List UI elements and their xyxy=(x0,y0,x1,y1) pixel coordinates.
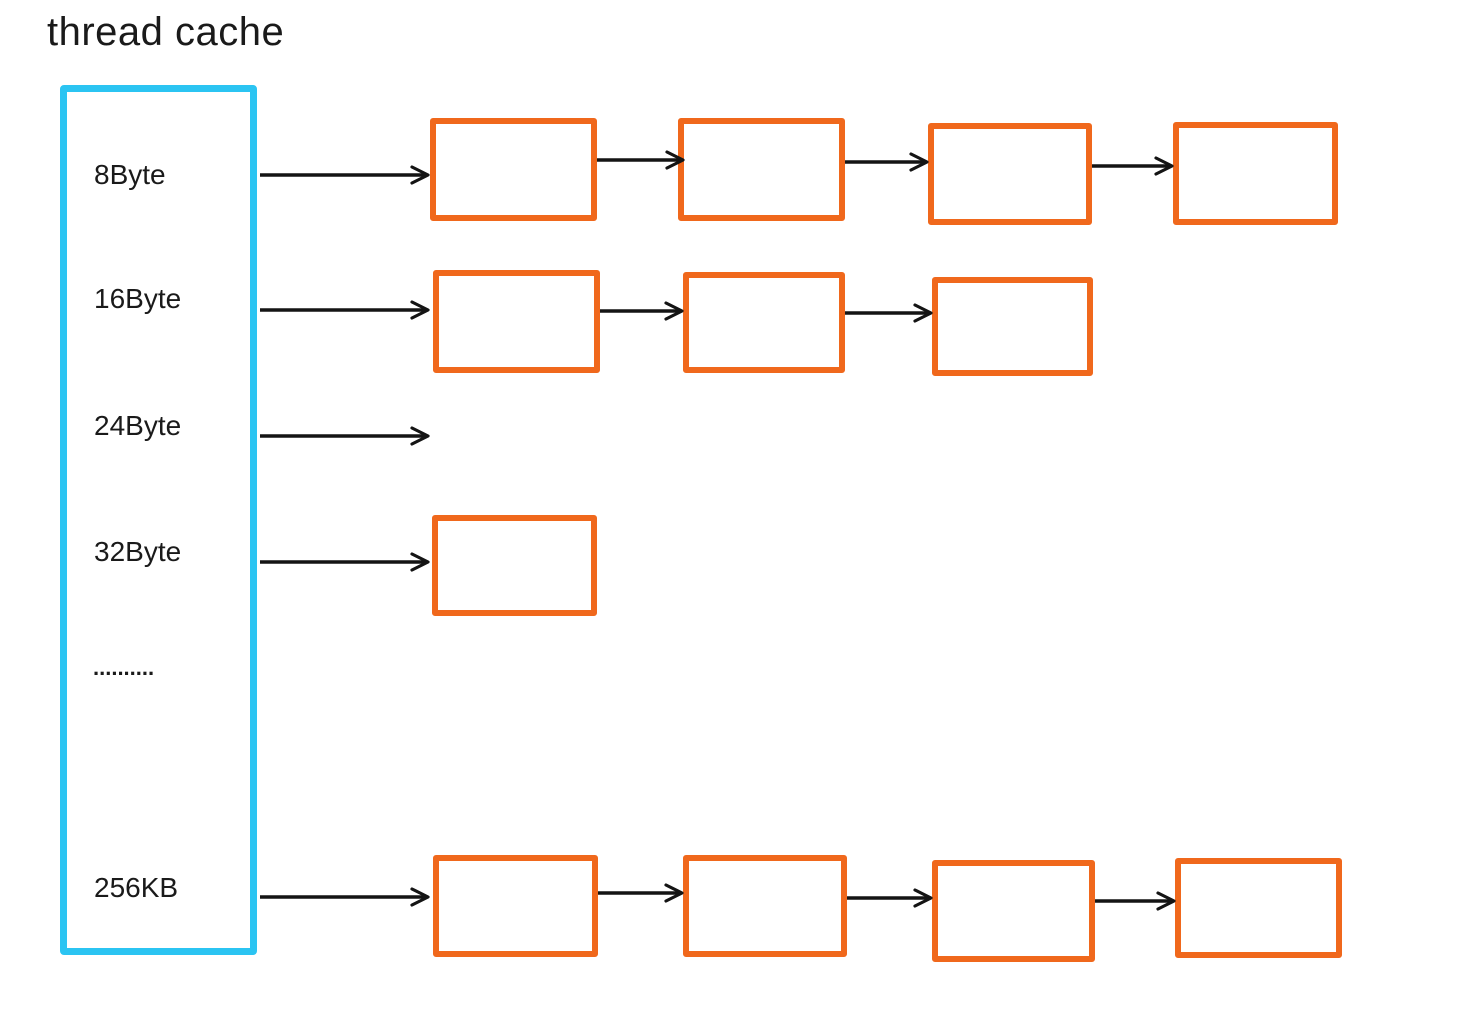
free-block-node-16byte-2 xyxy=(932,277,1093,376)
free-block-node-8byte-3 xyxy=(1173,122,1338,225)
free-block-node-32byte-0 xyxy=(432,515,597,616)
free-block-node-16byte-1 xyxy=(683,272,845,373)
size-class-label-16byte: 16Byte xyxy=(94,283,182,314)
size-class-label-24byte: 24Byte xyxy=(94,410,182,441)
size-class-label-8byte: 8Byte xyxy=(94,159,166,190)
free-block-node-256kb-2 xyxy=(932,860,1095,962)
free-block-node-256kb-0 xyxy=(433,855,598,957)
diagram-title: thread cache xyxy=(47,10,285,54)
size-class-label-32byte: 32Byte xyxy=(94,536,182,567)
free-block-node-8byte-1 xyxy=(678,118,845,221)
free-block-node-8byte-0 xyxy=(430,118,597,221)
thread-cache-container-box xyxy=(60,85,257,955)
size-class-label-ellipsis: .......... xyxy=(93,655,155,680)
free-block-node-256kb-3 xyxy=(1175,858,1342,958)
free-block-node-256kb-1 xyxy=(683,855,847,957)
free-block-node-16byte-0 xyxy=(433,270,600,373)
size-class-label-256kb: 256KB xyxy=(94,872,179,903)
free-block-node-8byte-2 xyxy=(928,123,1092,225)
